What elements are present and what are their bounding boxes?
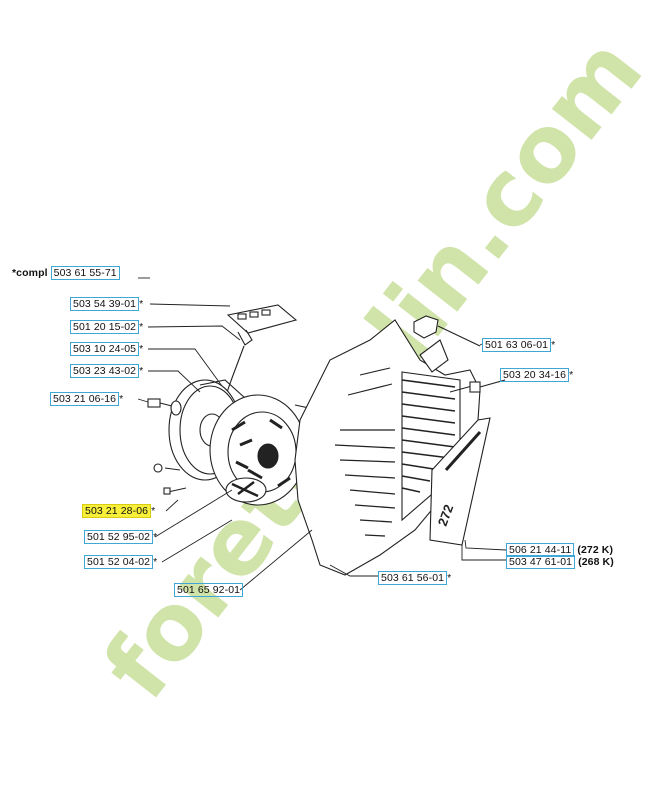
part-label-4: 503 23 43-02*: [70, 364, 143, 378]
part-label-8: 501 65 92-01: [174, 583, 244, 597]
leader-lines: [137, 277, 507, 591]
small-screw: [163, 487, 187, 495]
part-label-1: 503 54 39-01*: [70, 297, 143, 311]
part-label-9: 501 63 06-01*: [482, 338, 555, 352]
bolt-left: [147, 398, 182, 416]
part-number[interactable]: 503 54 39-01: [70, 297, 140, 311]
starter-handle: [225, 304, 298, 396]
part-number[interactable]: 501 20 15-02: [70, 320, 140, 334]
decal-label-1: 506 21 44-11 (272 K): [506, 543, 613, 557]
decal-model-text: 272: [435, 503, 457, 529]
part-label-10: 503 20 34-16*: [500, 368, 573, 382]
part-suffix: *: [139, 343, 144, 355]
part-suffix: *: [153, 531, 158, 543]
plug-cap: [413, 315, 481, 347]
compl-part-number[interactable]: 503 61 55-71: [50, 266, 120, 280]
part-number[interactable]: 501 52 04-02: [84, 555, 154, 569]
part-number[interactable]: 503 10 24-05: [70, 342, 140, 356]
model-note: (272 K): [577, 544, 614, 556]
part-label-7: 501 52 04-02*: [84, 555, 157, 569]
part-suffix: *: [153, 556, 158, 568]
part-suffix: *: [569, 369, 574, 381]
part-suffix: *: [151, 505, 156, 517]
highlighted-part-number[interactable]: 503 21 28-06: [82, 504, 152, 518]
highlighted-part-label: 503 21 28-06*: [82, 504, 155, 518]
decal-label-2: 503 47 61-01 (268 K): [506, 555, 614, 569]
part-number[interactable]: 503 23 43-02: [70, 364, 140, 378]
part-number[interactable]: 503 61 56-01: [378, 571, 448, 585]
compl-label: *compl 503 61 55-71: [12, 266, 120, 280]
part-suffix: *: [119, 393, 124, 405]
housing-part-label: 503 61 56-01*: [378, 571, 451, 585]
part-suffix: *: [139, 365, 144, 377]
compl-prefix: *compl: [12, 267, 51, 279]
part-number[interactable]: 501 52 95-02: [84, 530, 154, 544]
part-suffix: *: [139, 298, 144, 310]
part-suffix: *: [447, 572, 452, 584]
part-number[interactable]: 503 21 06-16: [50, 392, 120, 406]
part-label-6: 501 52 95-02*: [84, 530, 157, 544]
model-note: (268 K): [578, 556, 614, 568]
pawl-assembly: [225, 477, 267, 503]
model-decal: [429, 417, 491, 546]
part-suffix: *: [551, 339, 556, 351]
part-number[interactable]: 503 20 34-16: [500, 368, 570, 382]
part-suffix: *: [139, 321, 144, 333]
part-label-5: 503 21 06-16*: [50, 392, 123, 406]
part-label-2: 501 20 15-02*: [70, 320, 143, 334]
part-number[interactable]: 501 63 06-01: [482, 338, 552, 352]
part-number[interactable]: 501 65 92-01: [174, 583, 244, 597]
part-label-3: 503 10 24-05*: [70, 342, 143, 356]
part-number[interactable]: 503 47 61-01: [506, 555, 576, 569]
